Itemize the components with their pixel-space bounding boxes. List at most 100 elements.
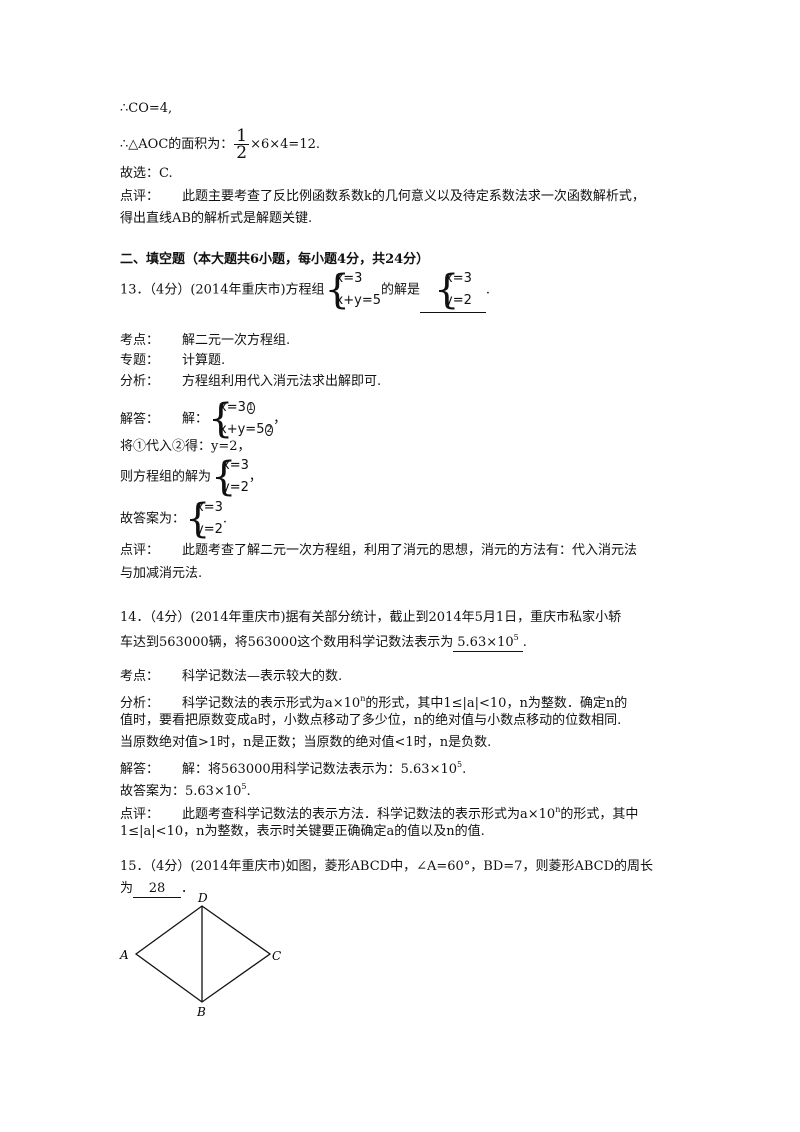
fenxi-label: 分析：: [120, 374, 160, 389]
fenxi-1-exp: n: [360, 694, 366, 703]
q13-ans-row1: x=3: [445, 271, 472, 286]
jieda-label: 解答：: [120, 762, 160, 777]
brace-icon: {: [324, 267, 350, 313]
q15-stem-2: 为 28 ．: [120, 880, 194, 898]
rhombus-figure: A D C B: [119, 891, 281, 1019]
q13-stem-end: .: [485, 282, 491, 298]
q13-step1: 将①代入②得：y=2，: [120, 439, 251, 454]
q14-answer-base: 5.63×10: [457, 635, 514, 650]
brace-icon: {: [434, 267, 460, 313]
fenxi-1a: 科学记数法的表示形式为a×10: [182, 696, 361, 711]
q14-stem-2-end: .: [522, 635, 527, 650]
eq1: x=3: [219, 400, 246, 415]
q15-answer: 28: [148, 881, 166, 896]
q13-answer-system: {x=3 y=2: [434, 268, 472, 312]
area-prefix: ∴△AOC的面积为：: [120, 137, 234, 152]
fin-row1: x=3: [196, 500, 223, 515]
kaodian-label: 考点：: [120, 669, 160, 684]
q14-kaodian: 考点： 科学记数法—表示较大的数.: [120, 668, 342, 686]
frac-numerator: 1: [234, 126, 250, 146]
jieda-b: .: [462, 762, 467, 777]
q15-stem-1: 15．（4分）(2014年重庆市)如图，菱形ABCD中，∠A=60°，BD=7，…: [120, 859, 654, 874]
q13-zhuanti: 专题： 计算题.: [120, 352, 225, 370]
circled-2-icon: 2: [265, 424, 274, 436]
q15-stem-2-end: ．: [181, 881, 195, 896]
dianping-label: 点评：: [120, 543, 160, 558]
comment-label: 点评：: [120, 189, 160, 204]
kaodian-text: 科学记数法—表示较大的数.: [182, 669, 343, 684]
answer-exp: 5: [241, 782, 247, 791]
dianping-1a: 此题考查科学记数法的表示方法．科学记数法的表示形式为a×10: [182, 807, 556, 822]
q14-stem-2-prefix: 车达到563000辆，将563000这个数用科学记数法表示为: [120, 635, 454, 650]
frac-denominator: 2: [236, 143, 248, 163]
answer-b: .: [246, 784, 251, 799]
eq2: x+y=5: [219, 422, 265, 437]
q14-jieda: 解答： 解：将563000用科学记数法表示为：5.63×105.: [120, 756, 466, 779]
fenxi-label: 分析：: [120, 696, 160, 711]
zhuanti-label: 专题：: [120, 353, 160, 368]
answer-a: 故答案为：5.63×10: [120, 784, 242, 799]
comment-text-1: 此题主要考查了反比例函数系数k的几何意义以及待定系数法求一次函数解析式，: [182, 189, 645, 204]
kaodian-text: 解二元一次方程组.: [182, 333, 291, 348]
zhuanti-text: 计算题.: [182, 353, 226, 368]
q14-fenxi-1: 分析：科学记数法的表示形式为a×10n的形式，其中1≤|a|<10，n为整数．确…: [120, 690, 627, 713]
vertex-label-b: B: [196, 1005, 206, 1019]
q13-sys-row1: x=3: [335, 271, 363, 286]
jieda-prefix: 解：: [182, 411, 209, 427]
jieda-comma: ，: [273, 411, 287, 427]
dianping-1-exp: n: [555, 805, 561, 814]
q14-answer-blank: 5.63×105: [453, 630, 523, 652]
step2-prefix: 则方程组的解为: [120, 469, 212, 485]
q13-sys-row2: x+y=5: [335, 293, 381, 308]
q13-ans-row2: y=2: [445, 293, 472, 308]
q13-equation-system: {x=3 x+y=5: [325, 268, 381, 312]
q13-dianping-1: 点评： 此题考查了解二元一次方程组，利用了消元的思想，消元的方法有：代入消元法: [120, 542, 637, 560]
q13-dianping-2: 与加减消元法.: [120, 566, 203, 581]
dianping-1b: 的形式，其中: [560, 807, 639, 822]
q14-fenxi-2: 值时，要看把原数变成a时，小数点移动了多少位，n的绝对值与小数点移动的位数相同.: [120, 713, 622, 728]
brace-icon: {: [185, 496, 211, 542]
q15-answer-blank: 28: [133, 881, 182, 898]
q13-answer-blank: {x=3 y=2: [420, 268, 486, 313]
circled-1-icon: 1: [246, 402, 255, 414]
vertex-label-d: D: [197, 891, 208, 905]
q14-dianping-1: 点评： 此题考查科学记数法的表示方法．科学记数法的表示形式为a×10n的形式，其中: [120, 801, 638, 824]
section-title: 二、填空题（本大题共6小题，每小题4分，共24分）: [120, 252, 430, 267]
dianping-text-1: 此题考查了解二元一次方程组，利用了消元的思想，消元的方法有：代入消元法: [182, 543, 638, 558]
q14-fenxi-3: 当原数绝对值>1时，n是正数；当原数的绝对值<1时，n是负数.: [120, 735, 492, 750]
vertex-label-a: A: [119, 948, 129, 962]
jieda-exp: 5: [457, 760, 463, 769]
q13-fenxi: 分析：方程组利用代入消元法求出解即可.: [120, 373, 381, 391]
fin-end: .: [222, 511, 228, 527]
choose-line: 故选：C.: [120, 166, 173, 181]
jieda-a: 解：将563000用科学记数法表示为：5.63×10: [182, 762, 458, 777]
answer-prefix: 故答案为：: [120, 511, 186, 527]
q14-answer-exp: 5: [513, 633, 519, 642]
q13-stem-mid: 的解是: [381, 282, 421, 298]
q14-stem-1: 14．（4分）(2014年重庆市)据有关部分统计，截止到2014年5月1日，重庆…: [120, 610, 622, 625]
q15-stem-2-prefix: 为: [120, 881, 134, 896]
q13-stem-prefix: 13．（4分）(2014年重庆市)方程组: [120, 282, 325, 298]
rhombus-outline: [134, 905, 272, 1003]
top-comment-line1: 点评： 此题主要考查了反比例函数系数k的几何意义以及待定系数法求一次函数解析式，: [120, 188, 645, 206]
sol-row1: x=3: [222, 458, 249, 473]
q13-kaodian: 考点： 解二元一次方程组.: [120, 332, 290, 350]
vertex-label-c: C: [272, 949, 281, 963]
brace-icon: {: [208, 396, 234, 442]
step2-comma: ，: [248, 469, 262, 485]
kaodian-label: 考点：: [120, 333, 160, 348]
q14-dianping-2: 1≤|a|<10，n为整数，表示时关键要正确确定a的值以及n的值.: [120, 824, 485, 839]
dianping-label: 点评：: [120, 807, 160, 822]
jieda-label: 解答：: [120, 411, 160, 427]
q14-answer: 故答案为：5.63×105.: [120, 778, 251, 801]
